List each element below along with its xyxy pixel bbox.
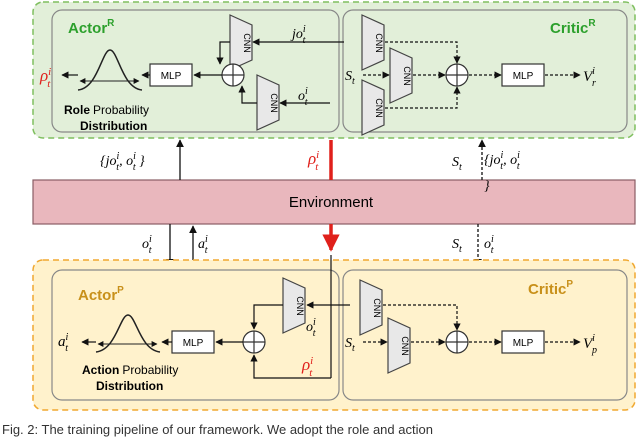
svg-text:CNN: CNN — [295, 296, 305, 316]
svg-text:CNN: CNN — [372, 298, 382, 318]
critic-p-title: CriticP — [528, 279, 573, 298]
critic-p-mlp — [501, 330, 545, 354]
svg-text:CNN: CNN — [374, 98, 384, 118]
svg-text:MLP: MLP — [513, 338, 534, 349]
actor-p-cnn — [282, 277, 306, 334]
critic-p-cnn-top — [359, 279, 383, 336]
env-right-brace: } — [484, 179, 490, 194]
critic-p-cnn-bottom — [387, 317, 411, 374]
critic-p-input-s: St — [345, 336, 355, 354]
svg-text:CNN: CNN — [374, 33, 384, 53]
critic-r-cnn-bottom — [361, 79, 385, 136]
actor-r-title: ActorR — [68, 18, 115, 37]
critic-r-input-s: St — [345, 69, 355, 87]
actor-r-cnn-bottom-label: CNN — [269, 93, 279, 113]
svg-text:MLP: MLP — [161, 71, 182, 82]
environment-label: Environment — [289, 194, 374, 211]
svg-text:CNN: CNN — [400, 336, 410, 356]
actor-r-cnn-top-label: CNN — [242, 33, 252, 53]
env-right-s-label: St — [452, 155, 462, 173]
critic-r-mlp — [501, 63, 545, 87]
svg-text:MLP: MLP — [513, 71, 534, 82]
actor-p-label-line2: Distribution — [96, 379, 163, 393]
critic-r-cnn-mid — [389, 47, 413, 104]
critic-r-box — [342, 9, 628, 133]
actor-r-label-line2: Distribution — [80, 119, 147, 133]
environment-box — [32, 179, 636, 225]
critic-r-title: CriticR — [550, 18, 596, 37]
figure-caption: Fig. 2: The training pipeline of our fra… — [2, 422, 433, 437]
critic-p-box — [342, 269, 628, 401]
actor-p-title: ActorP — [78, 285, 124, 304]
actor-r-cnn-top — [229, 14, 253, 71]
critic-r-cnn-top — [361, 14, 385, 71]
actor-r-cnn-bottom — [256, 74, 280, 131]
svg-text:CNN: CNN — [402, 66, 412, 86]
svg-text:MLP: MLP — [183, 338, 204, 349]
env-right-s2-label: St — [452, 237, 462, 255]
